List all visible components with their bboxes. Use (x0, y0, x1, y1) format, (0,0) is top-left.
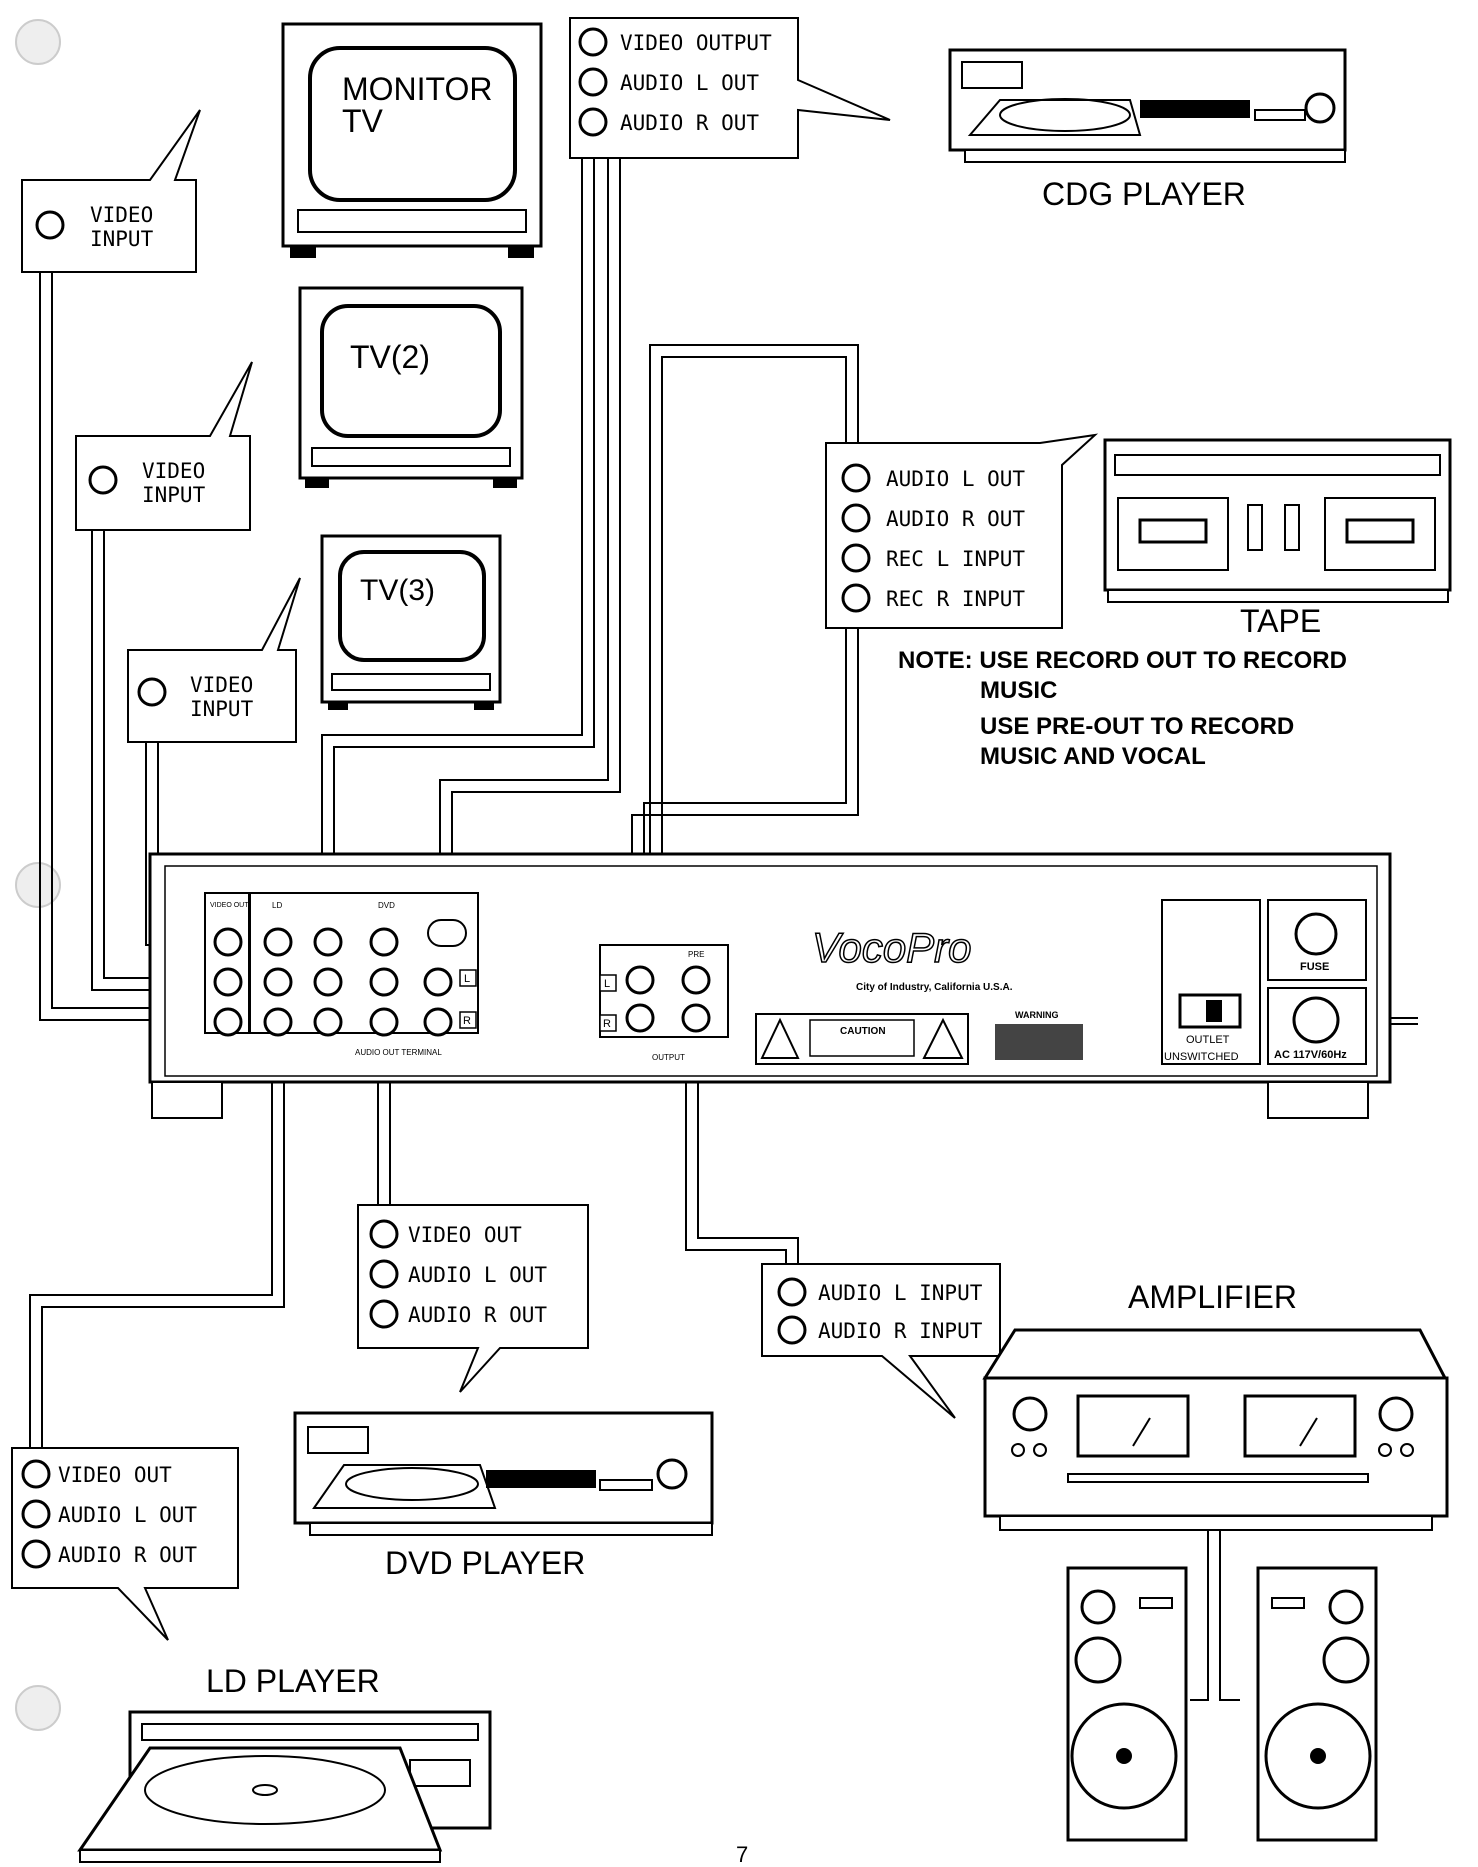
cdg-player-label: CDG PLAYER (1042, 176, 1246, 212)
fuse-label: FUSE (1300, 961, 1329, 973)
panel-output-label: OUTPUT (652, 1053, 685, 1062)
amplifier-label: AMPLIFIER (1128, 1279, 1297, 1315)
tape-io-line3: REC L INPUT (886, 547, 1025, 571)
tape-deck: TAPE (1103, 438, 1452, 639)
monitor-tv: MONITOR TV (281, 22, 543, 258)
ld-player-label: LD PLAYER (206, 1663, 380, 1699)
unswitched-label: UNSWITCHED (1164, 1051, 1239, 1063)
tv3: TV(3) (320, 534, 502, 710)
amp-input-line1: AUDIO L INPUT (818, 1281, 983, 1305)
note-line4: MUSIC AND VOCAL (980, 743, 1206, 770)
panel-l-label: L (464, 973, 470, 985)
panel-r-label: R (463, 1015, 471, 1027)
panel-pre-l-label: L (604, 978, 610, 990)
main-unit-rear-panel: VIDEO OUTPUT LD DVD L R AUDIO OUT TERMIN… (148, 852, 1392, 1119)
callout-tv3-input: VIDEO INPUT (127, 577, 301, 743)
tv2: TV(2) (298, 286, 524, 488)
warning-label: WARNING (1015, 1010, 1059, 1020)
caution-label: CAUTION (840, 1026, 886, 1037)
ld-output-line1: VIDEO OUT (58, 1463, 172, 1487)
panel-pre-label: PRE (688, 950, 704, 959)
tape-label: TAPE (1240, 603, 1321, 639)
speaker-left (1066, 1566, 1188, 1842)
amplifier: AMPLIFIER (982, 1279, 1449, 1531)
cdg-output-line3: AUDIO R OUT (620, 111, 759, 135)
dvd-output-line1: VIDEO OUT (408, 1223, 522, 1247)
record-note: NOTE: USE RECORD OUT TO RECORD MUSIC USE… (898, 647, 1347, 770)
tape-io-line4: REC R INPUT (886, 587, 1025, 611)
tv2-label: TV(2) (350, 339, 430, 375)
dvd-player: DVD PLAYER (293, 1411, 714, 1581)
ld-output-line3: AUDIO R OUT (58, 1543, 197, 1567)
outlet-label: OUTLET (1186, 1034, 1230, 1046)
tv2-input-line2: INPUT (142, 483, 206, 507)
cdg-player: CDG PLAYER (948, 48, 1347, 212)
panel-ld-label: LD (272, 901, 282, 910)
ld-output-line2: AUDIO L OUT (58, 1503, 197, 1527)
panel-video-output-label: VIDEO OUTPUT (210, 902, 263, 909)
cdg-output-line2: AUDIO L OUT (620, 71, 759, 95)
callout-dvd-output: VIDEO OUT AUDIO L OUT AUDIO R OUT (357, 1204, 589, 1393)
panel-pre-r-label: R (603, 1018, 611, 1030)
tv3-input-line2: INPUT (190, 697, 254, 721)
binder-hole-top (15, 19, 61, 65)
page-number: 7 (736, 1842, 748, 1867)
brand-subtitle: City of Industry, California U.S.A. (856, 982, 1013, 993)
binder-hole-bottom (15, 1685, 61, 1731)
callout-monitor-input: VIDEO INPUT (21, 109, 201, 273)
panel-dvd-label: DVD (378, 901, 395, 910)
callout-tv2-input: VIDEO INPUT (75, 361, 253, 531)
note-line2: MUSIC (980, 677, 1057, 704)
dvd-output-line2: AUDIO L OUT (408, 1263, 547, 1287)
note-line1: NOTE: USE RECORD OUT TO RECORD (898, 647, 1347, 674)
panel-audio-out-terminal-label: AUDIO OUT TERMINAL (355, 1048, 442, 1057)
monitor-input-line2: INPUT (90, 227, 154, 251)
callout-amp-input: AUDIO L INPUT AUDIO R INPUT (761, 1263, 1001, 1419)
dvd-player-label: DVD PLAYER (385, 1545, 585, 1581)
dvd-output-line3: AUDIO R OUT (408, 1303, 547, 1327)
brand-logo: VocoPro (812, 924, 972, 971)
tv2-input-line1: VIDEO (142, 459, 205, 483)
ac-label: AC 117V/60Hz (1274, 1049, 1347, 1061)
tv3-label: TV(3) (360, 574, 435, 607)
tv3-input-line1: VIDEO (190, 673, 253, 697)
monitor-tv-label-line1: MONITOR (342, 71, 493, 107)
tape-io-line2: AUDIO R OUT (886, 507, 1025, 531)
monitor-input-line1: VIDEO (90, 203, 153, 227)
callout-ld-output: VIDEO OUT AUDIO L OUT AUDIO R OUT (11, 1447, 239, 1641)
callout-cdg-output: VIDEO OUTPUT AUDIO L OUT AUDIO R OUT (569, 17, 891, 159)
binder-hole-middle (15, 862, 61, 908)
tape-io-line1: AUDIO L OUT (886, 467, 1025, 491)
ld-player: LD PLAYER (77, 1663, 492, 1863)
cdg-output-line1: VIDEO OUTPUT (620, 31, 772, 55)
speaker-right (1256, 1566, 1378, 1842)
amp-input-line2: AUDIO R INPUT (818, 1319, 983, 1343)
callout-tape-io: AUDIO L OUT AUDIO R OUT REC L INPUT REC … (825, 433, 1099, 629)
note-line3: USE PRE-OUT TO RECORD (980, 713, 1294, 740)
monitor-tv-label-line2: TV (342, 103, 384, 139)
